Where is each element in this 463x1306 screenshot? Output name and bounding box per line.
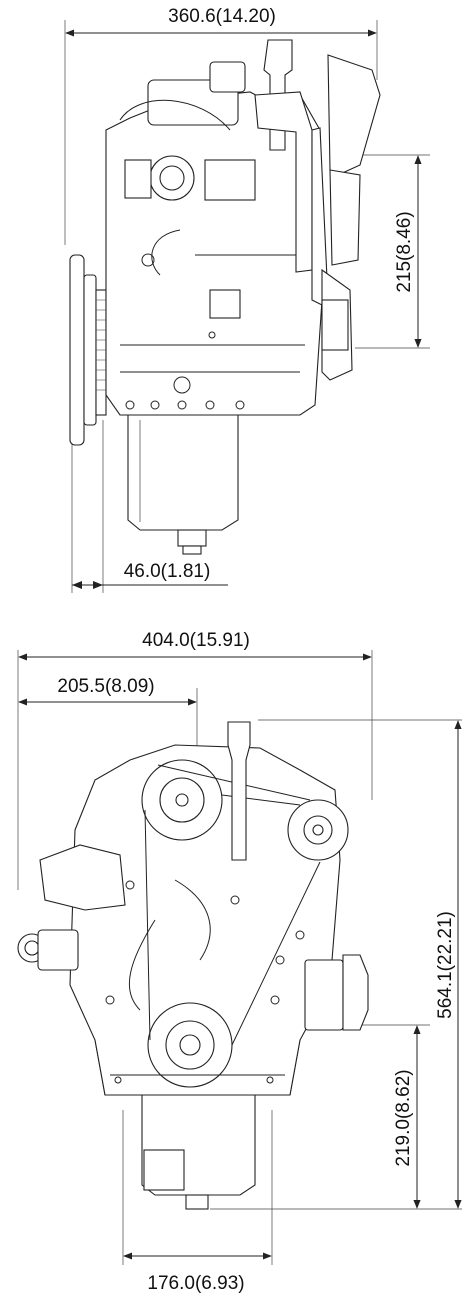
front-height-label: 564.1(22.21) xyxy=(435,911,456,1019)
side-height-dimension: 215(8.46) xyxy=(355,154,430,349)
front-engine-body xyxy=(17,721,369,1210)
front-crank-height-label: 219.0(8.62) xyxy=(393,1069,414,1166)
front-width-label: 404.0(15.91) xyxy=(142,630,250,651)
front-base-label: 176.0(6.93) xyxy=(147,1273,244,1294)
front-base-dimension: 176.0(6.93) xyxy=(122,1110,273,1294)
side-engine-body xyxy=(69,39,381,555)
front-center-label: 205.5(8.09) xyxy=(57,676,154,697)
side-offset-label: 46.0(1.81) xyxy=(124,561,211,582)
side-height-label: 215(8.46) xyxy=(394,211,415,292)
side-offset-dimension: 46.0(1.81) xyxy=(71,420,228,593)
front-width-dimension: 404.0(15.91) xyxy=(17,630,373,890)
front-view: 404.0(15.91) 205.5(8.09) 564.1(22.21) 21… xyxy=(17,630,462,1294)
side-width-dimension: 360.6(14.20) xyxy=(64,6,378,245)
front-crank-height-dimension: 219.0(8.62) xyxy=(330,1024,430,1209)
side-view: 360.6(14.20) 215(8.46) 46.0(1.81) xyxy=(64,6,430,593)
front-height-dimension: 564.1(22.21) xyxy=(210,719,462,1210)
side-width-label: 360.6(14.20) xyxy=(168,6,276,27)
